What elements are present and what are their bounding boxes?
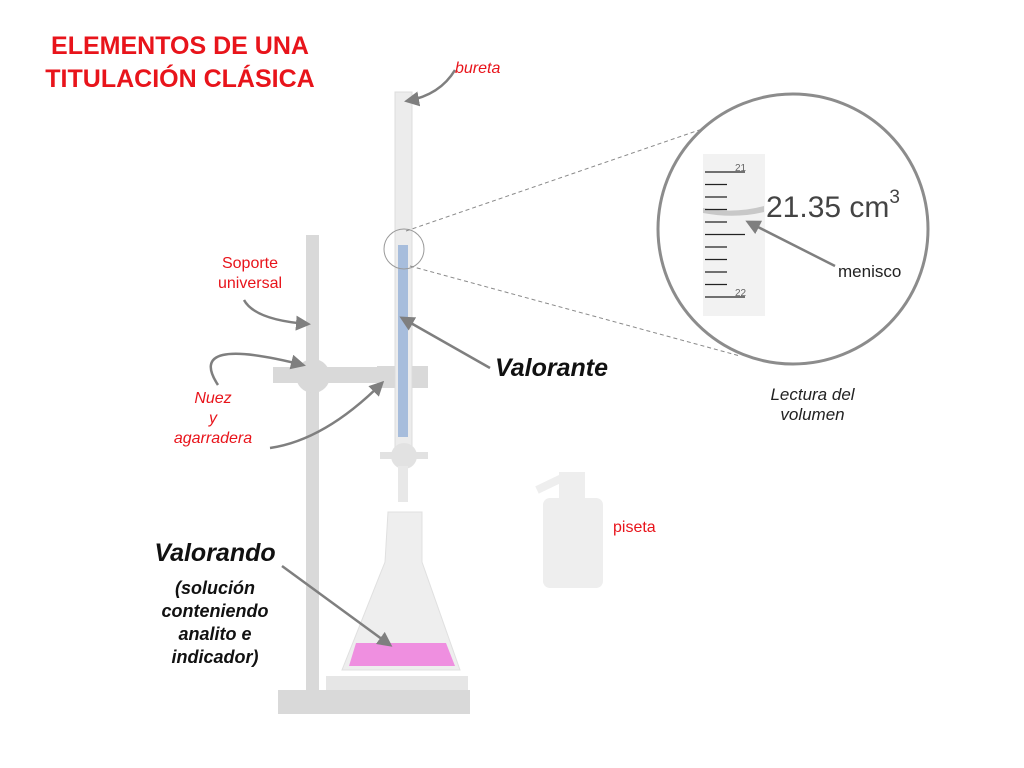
arrow-valorando <box>281 564 393 647</box>
wash-bottle <box>535 472 603 588</box>
label-lectura-volumen: Lectura del volumen <box>770 385 855 424</box>
scale-label-22: 22 <box>735 288 747 299</box>
universal-stand <box>278 235 470 714</box>
label-piseta: piseta <box>613 519 656 536</box>
zoom-view: 21 22 <box>656 92 930 366</box>
titrant-liquid <box>398 245 408 437</box>
label-valorando-note: (solución conteniendo analito e indicado… <box>161 578 269 667</box>
page-title: ELEMENTOS DE UNA TITULACIÓN CLÁSICA <box>45 32 315 93</box>
label-valorante: Valorante <box>495 354 609 382</box>
arrow-bureta <box>404 69 457 107</box>
label-bureta: bureta <box>455 60 501 77</box>
scale-label-21: 21 <box>735 163 747 174</box>
burette <box>380 91 428 502</box>
label-nuez-agarradera: Nuez y agarradera <box>173 390 253 447</box>
analyte-solution <box>349 643 455 666</box>
arrow-nuez <box>209 352 306 386</box>
magnifier-spot <box>383 228 425 270</box>
clamp-holder <box>273 359 428 393</box>
arrow-menisco <box>745 220 836 268</box>
erlenmeyer-flask <box>326 511 468 690</box>
label-valorando: Valorando <box>154 539 276 567</box>
arrow-soporte <box>242 299 311 331</box>
arrow-valorante <box>399 316 491 370</box>
label-soporte-universal: Soporte universal <box>217 255 283 292</box>
arrow-agarradera <box>269 380 385 450</box>
label-menisco: menisco <box>838 262 902 281</box>
volume-reading: 21.35 cm3 <box>766 187 900 224</box>
